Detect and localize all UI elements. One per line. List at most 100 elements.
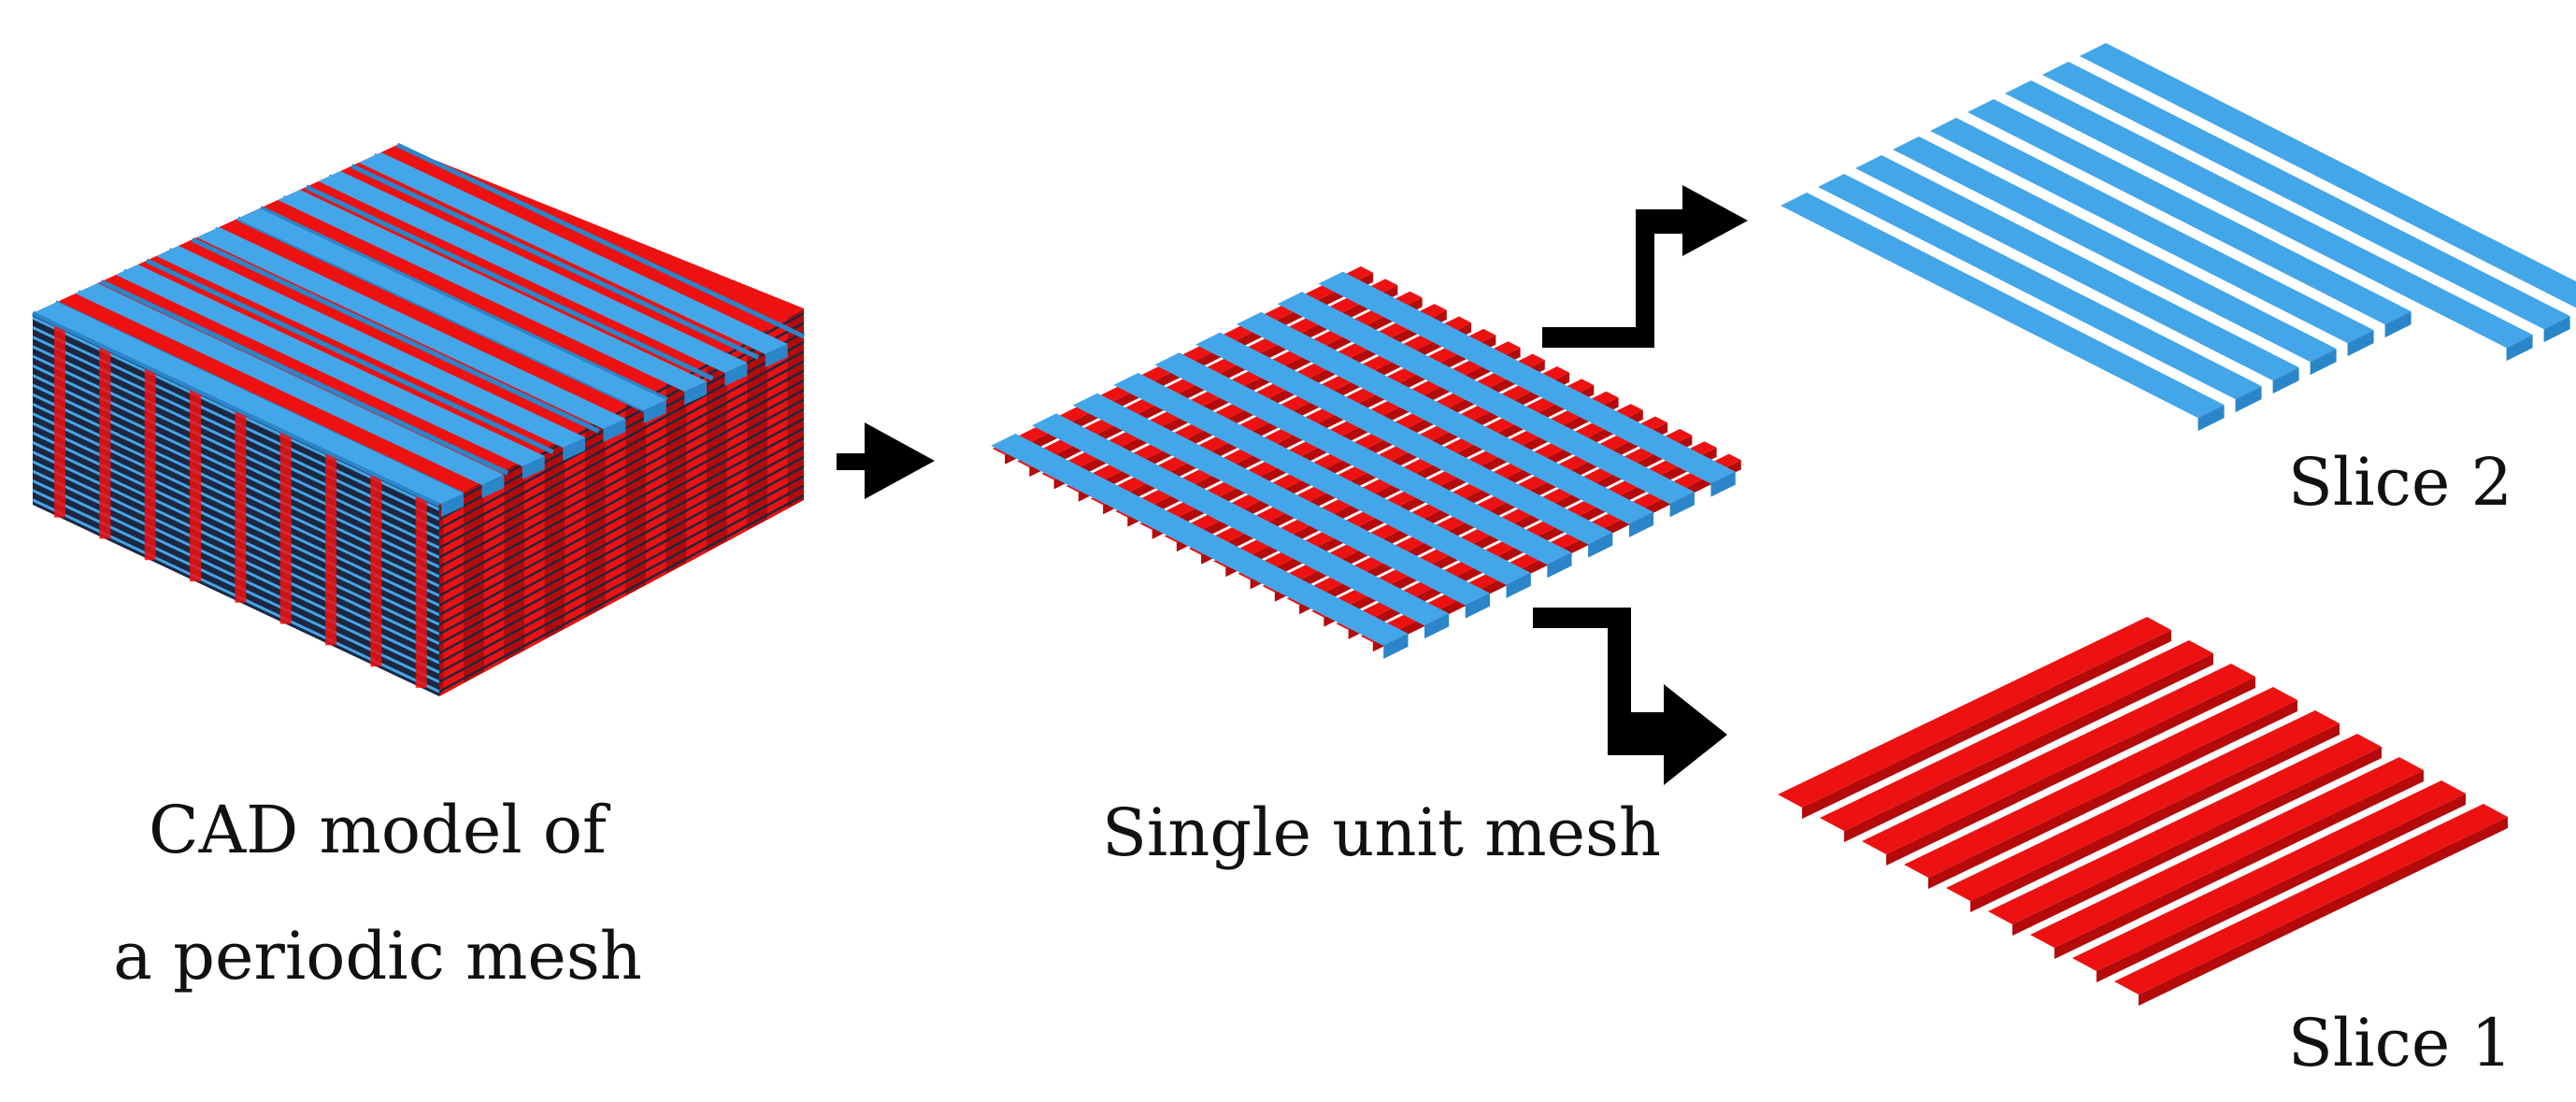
cad-top-blue-strand-side (481, 475, 505, 498)
slice1-strand-side (2139, 817, 2508, 1006)
cad-right-layer-line (438, 475, 805, 674)
slice2-strand-side (2310, 349, 2337, 376)
slice2-strand (2080, 43, 2576, 308)
cad-left-red-column (54, 325, 65, 518)
cad-left-red-column (99, 347, 111, 539)
cad-right-layer-line (438, 398, 805, 597)
cad-top-blue-strand-side (643, 400, 666, 423)
cad-top-blue-strand (358, 152, 788, 354)
cad-top-blue-strand (156, 246, 585, 448)
single-unit-mesh (991, 266, 1741, 659)
unit-blue-strand (991, 433, 1409, 646)
unit-blue-strand-side (1710, 471, 1736, 497)
unit-blue-strand-side (1383, 633, 1409, 659)
slice2-strand (1855, 155, 2299, 381)
slice1-strand (1904, 687, 2297, 878)
slice1-strand (1946, 710, 2340, 901)
cad-right-layer-line (438, 437, 805, 636)
cad-top-blue-strand (318, 171, 748, 373)
cad-block-left-face (32, 313, 440, 696)
cad-top-gap-line (305, 184, 714, 381)
slice2-strand-side (2347, 330, 2374, 357)
cad-right-layer-line (438, 494, 805, 693)
cad-right-layer-line (438, 389, 805, 588)
slice2-strand-side (2384, 311, 2411, 338)
cad-top-blue-strand (236, 208, 666, 410)
arrow-to-unit-mesh (837, 422, 935, 499)
cad-model-caption-line2: a periodic mesh (113, 918, 642, 995)
cad-left-red-column (190, 390, 201, 581)
unit-blue-strand (1195, 332, 1613, 545)
unit-blue-strand-side (1506, 572, 1531, 598)
cad-top-gap-line (31, 310, 441, 508)
cad-left-red-column (144, 368, 156, 561)
cad-block-right-face (438, 308, 805, 696)
unit-blue-strand-side (1424, 613, 1450, 639)
cad-top-blue-strand (75, 283, 505, 485)
cad-top-blue-strand-side (563, 437, 585, 461)
cad-right-layer-line (438, 446, 805, 645)
cad-left-red-column (415, 495, 427, 688)
slice2-strand-side (2543, 316, 2570, 343)
unit-blue-strand-side (1547, 552, 1572, 579)
unit-blue-strand-side (1628, 511, 1654, 537)
arrow-to-slice-1 (1533, 608, 1727, 785)
slice1-strand-side (1802, 630, 2171, 819)
cad-top-gap-line (395, 142, 806, 339)
slice-2-caption: Slice 2 (2288, 444, 2512, 521)
slice1-strand-side (1844, 653, 2213, 842)
cad-right-layer-line (438, 417, 805, 616)
cad-right-layer-line (438, 465, 805, 665)
slice2-strand (1930, 118, 2374, 344)
cad-top-blue-strand-side (765, 344, 788, 367)
cad-right-layer-line (438, 369, 805, 568)
slice2-strand-side (2506, 335, 2533, 362)
cad-top-blue-strand-side (724, 363, 748, 386)
slice1-strand-side (1928, 700, 2297, 889)
cad-top-blue-strand-side (522, 456, 545, 479)
unit-blue-strand (1113, 372, 1531, 585)
cad-top-gap-line (351, 164, 760, 360)
slice1-strand-side (2012, 747, 2382, 936)
cad-right-layer-line (438, 484, 805, 683)
cad-top-blue-strand-side (603, 419, 626, 442)
cad-top-gap-line (100, 279, 509, 476)
slice1-strand (1778, 617, 2171, 808)
cad-model-caption-line1: CAD model of (149, 792, 611, 868)
cad-right-layer-line (438, 427, 805, 626)
cad-left-red-column (370, 475, 382, 667)
cad-right-layer-line (438, 408, 805, 607)
slice2-strand (2042, 62, 2570, 330)
slice1-strand-side (1970, 723, 2340, 912)
slice-1-strands (1778, 617, 2508, 1006)
unit-blue-strand (1154, 352, 1572, 565)
slice1-strand (1988, 734, 2382, 924)
cad-right-layer-line (438, 351, 805, 550)
cad-top-blue-strand (278, 190, 707, 392)
unit-blue-strand (1318, 271, 1736, 484)
slice1-strand (1820, 640, 2213, 831)
unit-blue-strand (1236, 311, 1654, 524)
slice1-strand (2030, 757, 2424, 948)
cad-top-gap-line (145, 258, 554, 455)
cad-block-top-face (31, 142, 806, 517)
slice2-strand (2005, 80, 2533, 349)
unit-blue-strand-side (1588, 532, 1613, 558)
slice1-strand-side (1886, 677, 2255, 866)
cad-top-blue-strand-side (441, 494, 464, 517)
single-unit-mesh-caption: Single unit mesh (1102, 794, 1661, 871)
unit-blue-strand (1277, 292, 1695, 505)
slice2-strand-side (2235, 386, 2262, 413)
slice1-strand-side (2054, 770, 2424, 959)
slice1-strand (1862, 664, 2255, 854)
cad-left-red-column (279, 432, 292, 624)
slice2-strand (1818, 174, 2262, 400)
unit-blue-strand-side (1465, 593, 1490, 619)
cad-right-layer-line (438, 379, 805, 578)
cad-right-layer-line (438, 455, 805, 654)
slice2-strand-side (2272, 367, 2299, 394)
unit-blue-strand-side (1669, 492, 1695, 518)
unit-blue-strand (1072, 393, 1490, 606)
slice-1-caption: Slice 1 (2288, 1005, 2512, 1081)
